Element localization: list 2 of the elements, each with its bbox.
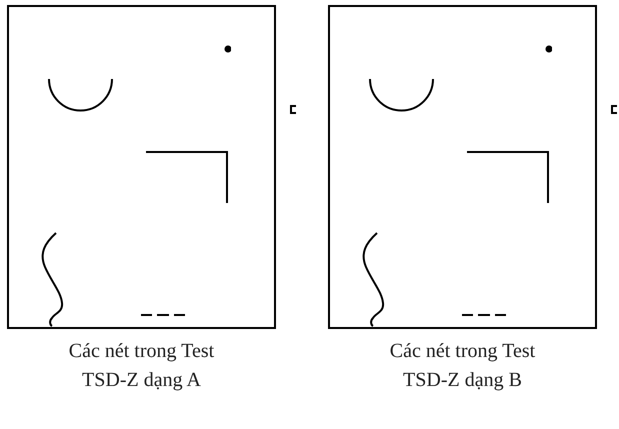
node-label: Các nét trong Test TSD-Z dạng A	[68, 339, 216, 393]
node-label: Các nét trong Test TSD-Z dạng B	[388, 339, 536, 393]
